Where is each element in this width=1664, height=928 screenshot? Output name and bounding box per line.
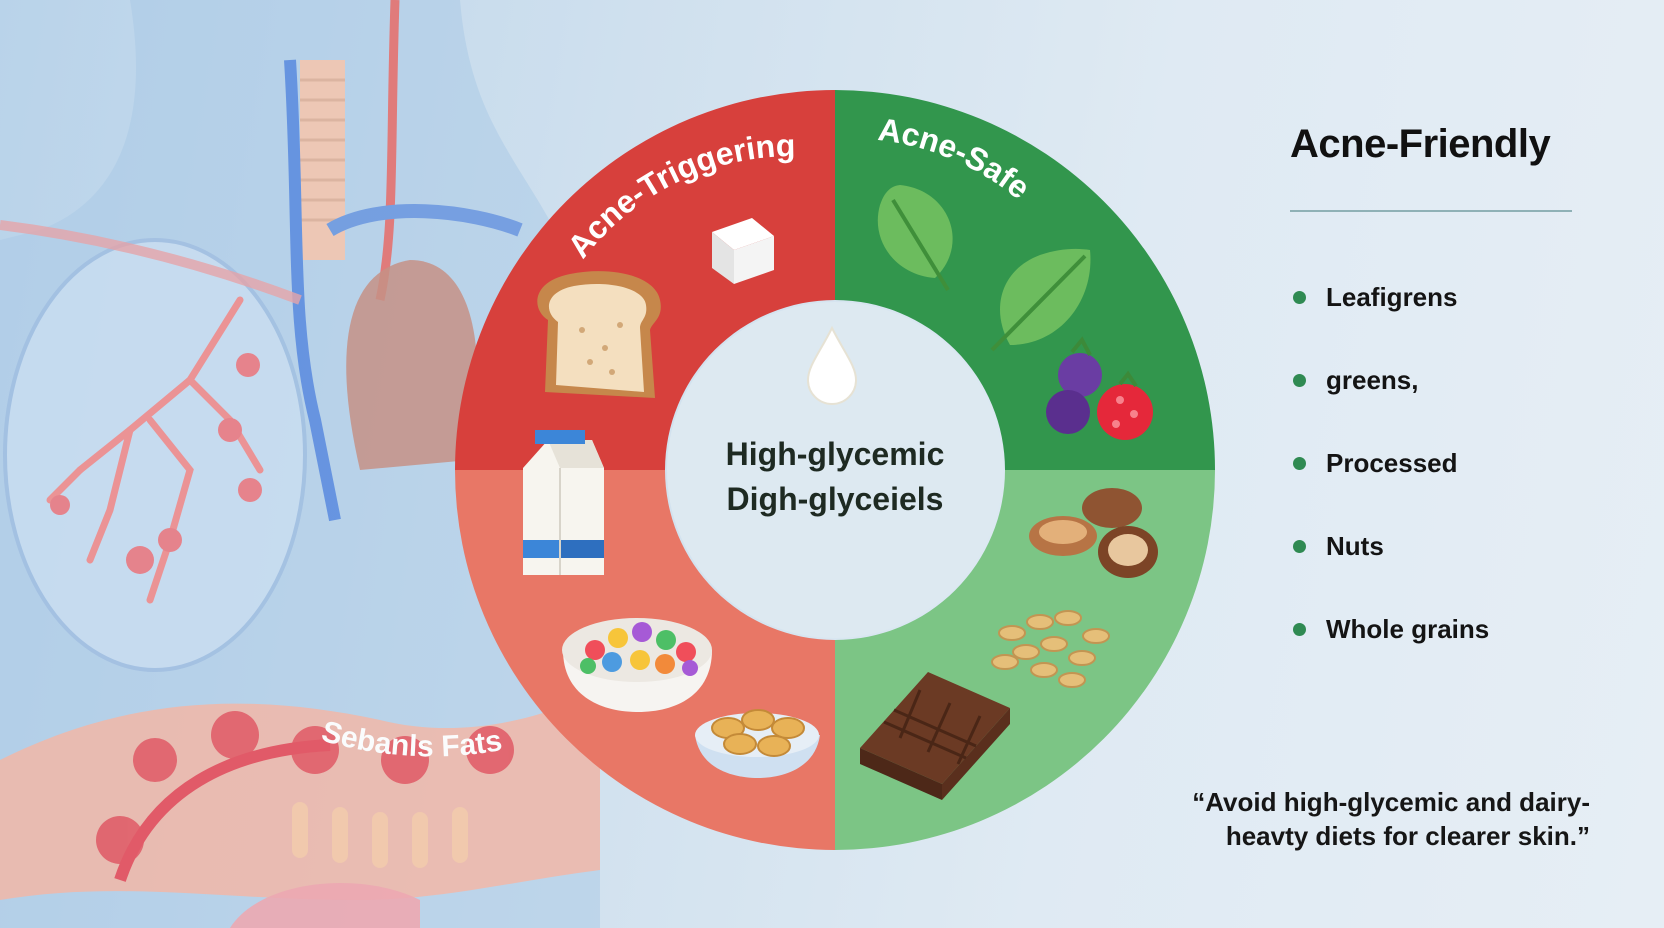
divider <box>1290 210 1572 212</box>
center-text-line-1: High-glycemic <box>726 436 945 472</box>
quote-line-2: heavty diets for clearer skin.” <box>1225 821 1590 851</box>
liver-shape <box>346 260 478 470</box>
bullet-dot-icon <box>1293 374 1306 387</box>
list-item-label: Nuts <box>1326 531 1384 561</box>
list-item: Processed <box>1290 444 1590 484</box>
quote-line-1: “Avoid high-glycemic and dairy- <box>1192 787 1590 817</box>
leaf-icon <box>990 248 1091 352</box>
list-item: greens, <box>1290 361 1590 401</box>
panel-title: Acne-Friendly <box>1290 122 1551 166</box>
wheel-center <box>667 302 1003 638</box>
bullet-dot-icon <box>1293 291 1306 304</box>
list-item-label: Processed <box>1326 448 1458 478</box>
sugar-cube-icon <box>712 218 774 284</box>
list-item: Leafigrens <box>1290 278 1590 318</box>
anatomy-illustration: Sebanls Fats <box>0 0 600 928</box>
milk-drop-icon <box>806 325 858 405</box>
chocolate-icon <box>860 672 1010 800</box>
list-item: Nuts <box>1290 527 1590 567</box>
lung-shape <box>3 238 307 672</box>
bullet-dot-icon <box>1293 457 1306 470</box>
leaf-icon <box>877 185 953 292</box>
nuts-icon <box>1029 488 1158 578</box>
bread-slice-icon <box>537 271 661 398</box>
list-item: Whole grains <box>1290 610 1590 650</box>
list-item-label: greens, <box>1326 365 1419 395</box>
bullet-dot-icon <box>1293 623 1306 636</box>
berries-icon <box>1046 336 1153 440</box>
oats-icon <box>991 610 1110 688</box>
peanuts-bowl-icon <box>695 709 820 778</box>
cereal-bowl-icon <box>562 618 712 712</box>
milk-carton-icon <box>523 430 604 575</box>
bullet-dot-icon <box>1293 540 1306 553</box>
center-text-line-2: Digh-glyceiels <box>727 481 944 517</box>
list-item-label: Leafigrens <box>1326 282 1458 312</box>
advice-quote: “Avoid high-glycemic and dairy- heavty d… <box>1150 785 1590 853</box>
list-item-label: Whole grains <box>1326 614 1490 644</box>
